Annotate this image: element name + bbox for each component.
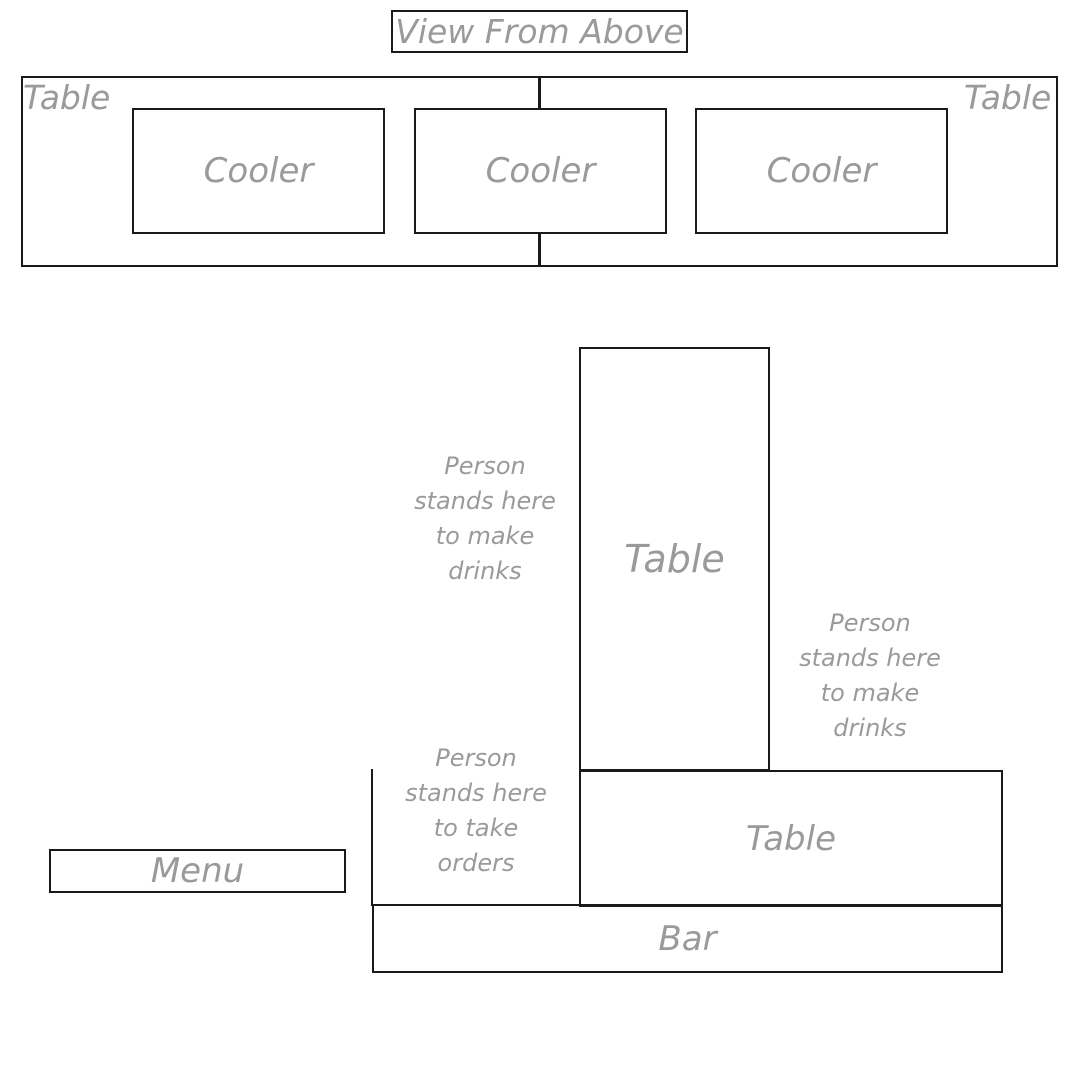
person-orders-note: Person stands here to take orders	[405, 744, 547, 877]
table-divider-bottom	[538, 233, 541, 266]
person-drinks-right-note: Person stands here to make drinks	[799, 609, 941, 742]
vertical-table: Table	[579, 347, 770, 771]
menu-board: Menu	[49, 849, 346, 893]
cooler-2: Cooler	[414, 108, 667, 234]
cooler-3: Cooler	[695, 108, 948, 234]
order-area-wall	[371, 769, 373, 906]
top-table-left-label: Table	[23, 78, 111, 117]
table-divider-top	[538, 76, 541, 109]
horizontal-table: Table	[579, 770, 1003, 907]
diagram-title: View From Above	[391, 10, 688, 53]
person-drinks-left-note: Person stands here to make drinks	[414, 452, 556, 585]
top-table-right-label: Table	[964, 78, 1052, 117]
cooler-1: Cooler	[132, 108, 385, 234]
bar: Bar	[372, 904, 1003, 973]
